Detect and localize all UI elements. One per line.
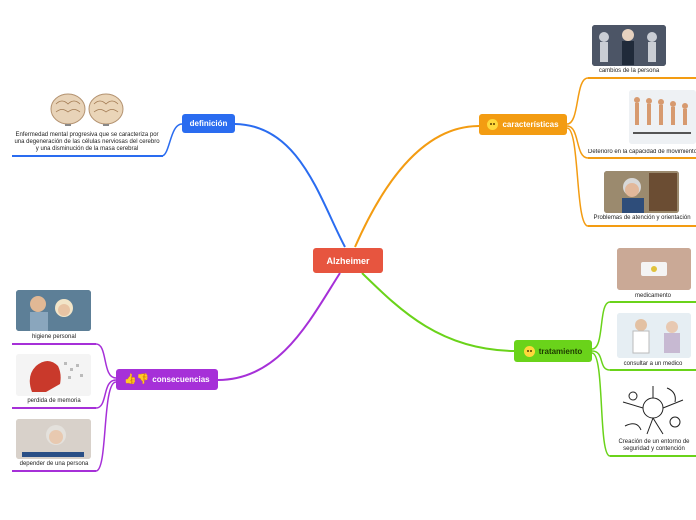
leaf-trat-3: Creación de un entorno de seguridad y co… xyxy=(618,439,690,452)
leaf-trat-2: consultar a un medico xyxy=(623,361,683,367)
image-deterioro-movimiento xyxy=(629,90,696,144)
image-problemas-atencion xyxy=(604,171,679,213)
central-node[interactable]: Alzheimer xyxy=(313,248,383,273)
link-definicion-leaf xyxy=(161,123,183,157)
link-cons-2 xyxy=(95,379,117,409)
leaf-trat-2-underline xyxy=(610,369,696,371)
link-caracteristicas xyxy=(354,125,480,248)
link-cons-1 xyxy=(95,343,117,379)
leaf-trat-1-underline xyxy=(610,301,696,303)
leaf-cons-1-underline xyxy=(12,343,96,345)
image-cambios-persona xyxy=(592,25,666,66)
link-car-3 xyxy=(566,127,589,227)
link-tratamiento xyxy=(361,272,515,352)
link-car-2 xyxy=(566,125,589,159)
leaf-cons-3-underline xyxy=(12,470,96,472)
image-medicamento xyxy=(617,248,691,290)
leaf-trat-3-underline xyxy=(610,455,696,457)
link-car-1 xyxy=(566,77,589,125)
branch-consecuencias[interactable]: 👍👎 consecuencias xyxy=(116,369,218,390)
leaf-cons-3: depender de una persona xyxy=(19,461,89,467)
image-higiene-personal xyxy=(16,290,91,331)
leaf-car-3-underline xyxy=(588,225,696,227)
leaf-definicion-underline xyxy=(12,155,163,157)
smiling-face-icon xyxy=(523,345,535,357)
leaf-cons-2: perdida de memoria xyxy=(27,398,81,404)
leaf-car-3: Problemas de atención y orientación xyxy=(593,215,691,221)
thumbs-up-down-icon: 👍👎 xyxy=(124,374,150,385)
leaf-cons-1: higiene personal xyxy=(31,334,77,340)
link-cons-3 xyxy=(95,381,117,472)
branch-tratamiento[interactable]: tratamiento xyxy=(514,340,592,362)
image-perdida-memoria xyxy=(16,354,91,396)
branch-tratamiento-label: tratamiento xyxy=(538,346,583,356)
link-trat-3 xyxy=(591,352,611,457)
branch-caracteristicas[interactable]: características xyxy=(479,114,567,135)
image-depender-persona xyxy=(16,419,91,459)
brain-image xyxy=(48,92,126,128)
branch-caracteristicas-label: características xyxy=(502,120,559,129)
branch-definicion[interactable]: definición xyxy=(182,114,235,133)
image-consultar-medico xyxy=(617,313,691,358)
central-node-label: Alzheimer xyxy=(326,255,370,266)
leaf-car-1: cambios de la persona xyxy=(598,68,660,74)
leaf-trat-1: medicamento xyxy=(634,293,672,299)
leaf-car-1-underline xyxy=(588,77,696,79)
leaf-cons-2-underline xyxy=(12,407,96,409)
leaf-definicion-text: Enfermedad mental progresiva que se cara… xyxy=(14,132,160,152)
branch-definicion-label: definición xyxy=(189,119,228,128)
link-definicion xyxy=(234,123,346,248)
leaf-car-2-underline xyxy=(588,157,696,159)
link-trat-2 xyxy=(591,350,611,371)
link-consecuencias xyxy=(217,272,341,381)
brain-icon xyxy=(50,93,124,126)
leaf-car-2: Deterioro en la capacidad de movimiento xyxy=(588,149,696,155)
branch-consecuencias-label: consecuencias xyxy=(152,375,210,384)
neutral-face-icon xyxy=(487,119,499,130)
link-trat-1 xyxy=(591,301,611,350)
image-entorno-seguridad xyxy=(617,382,689,438)
